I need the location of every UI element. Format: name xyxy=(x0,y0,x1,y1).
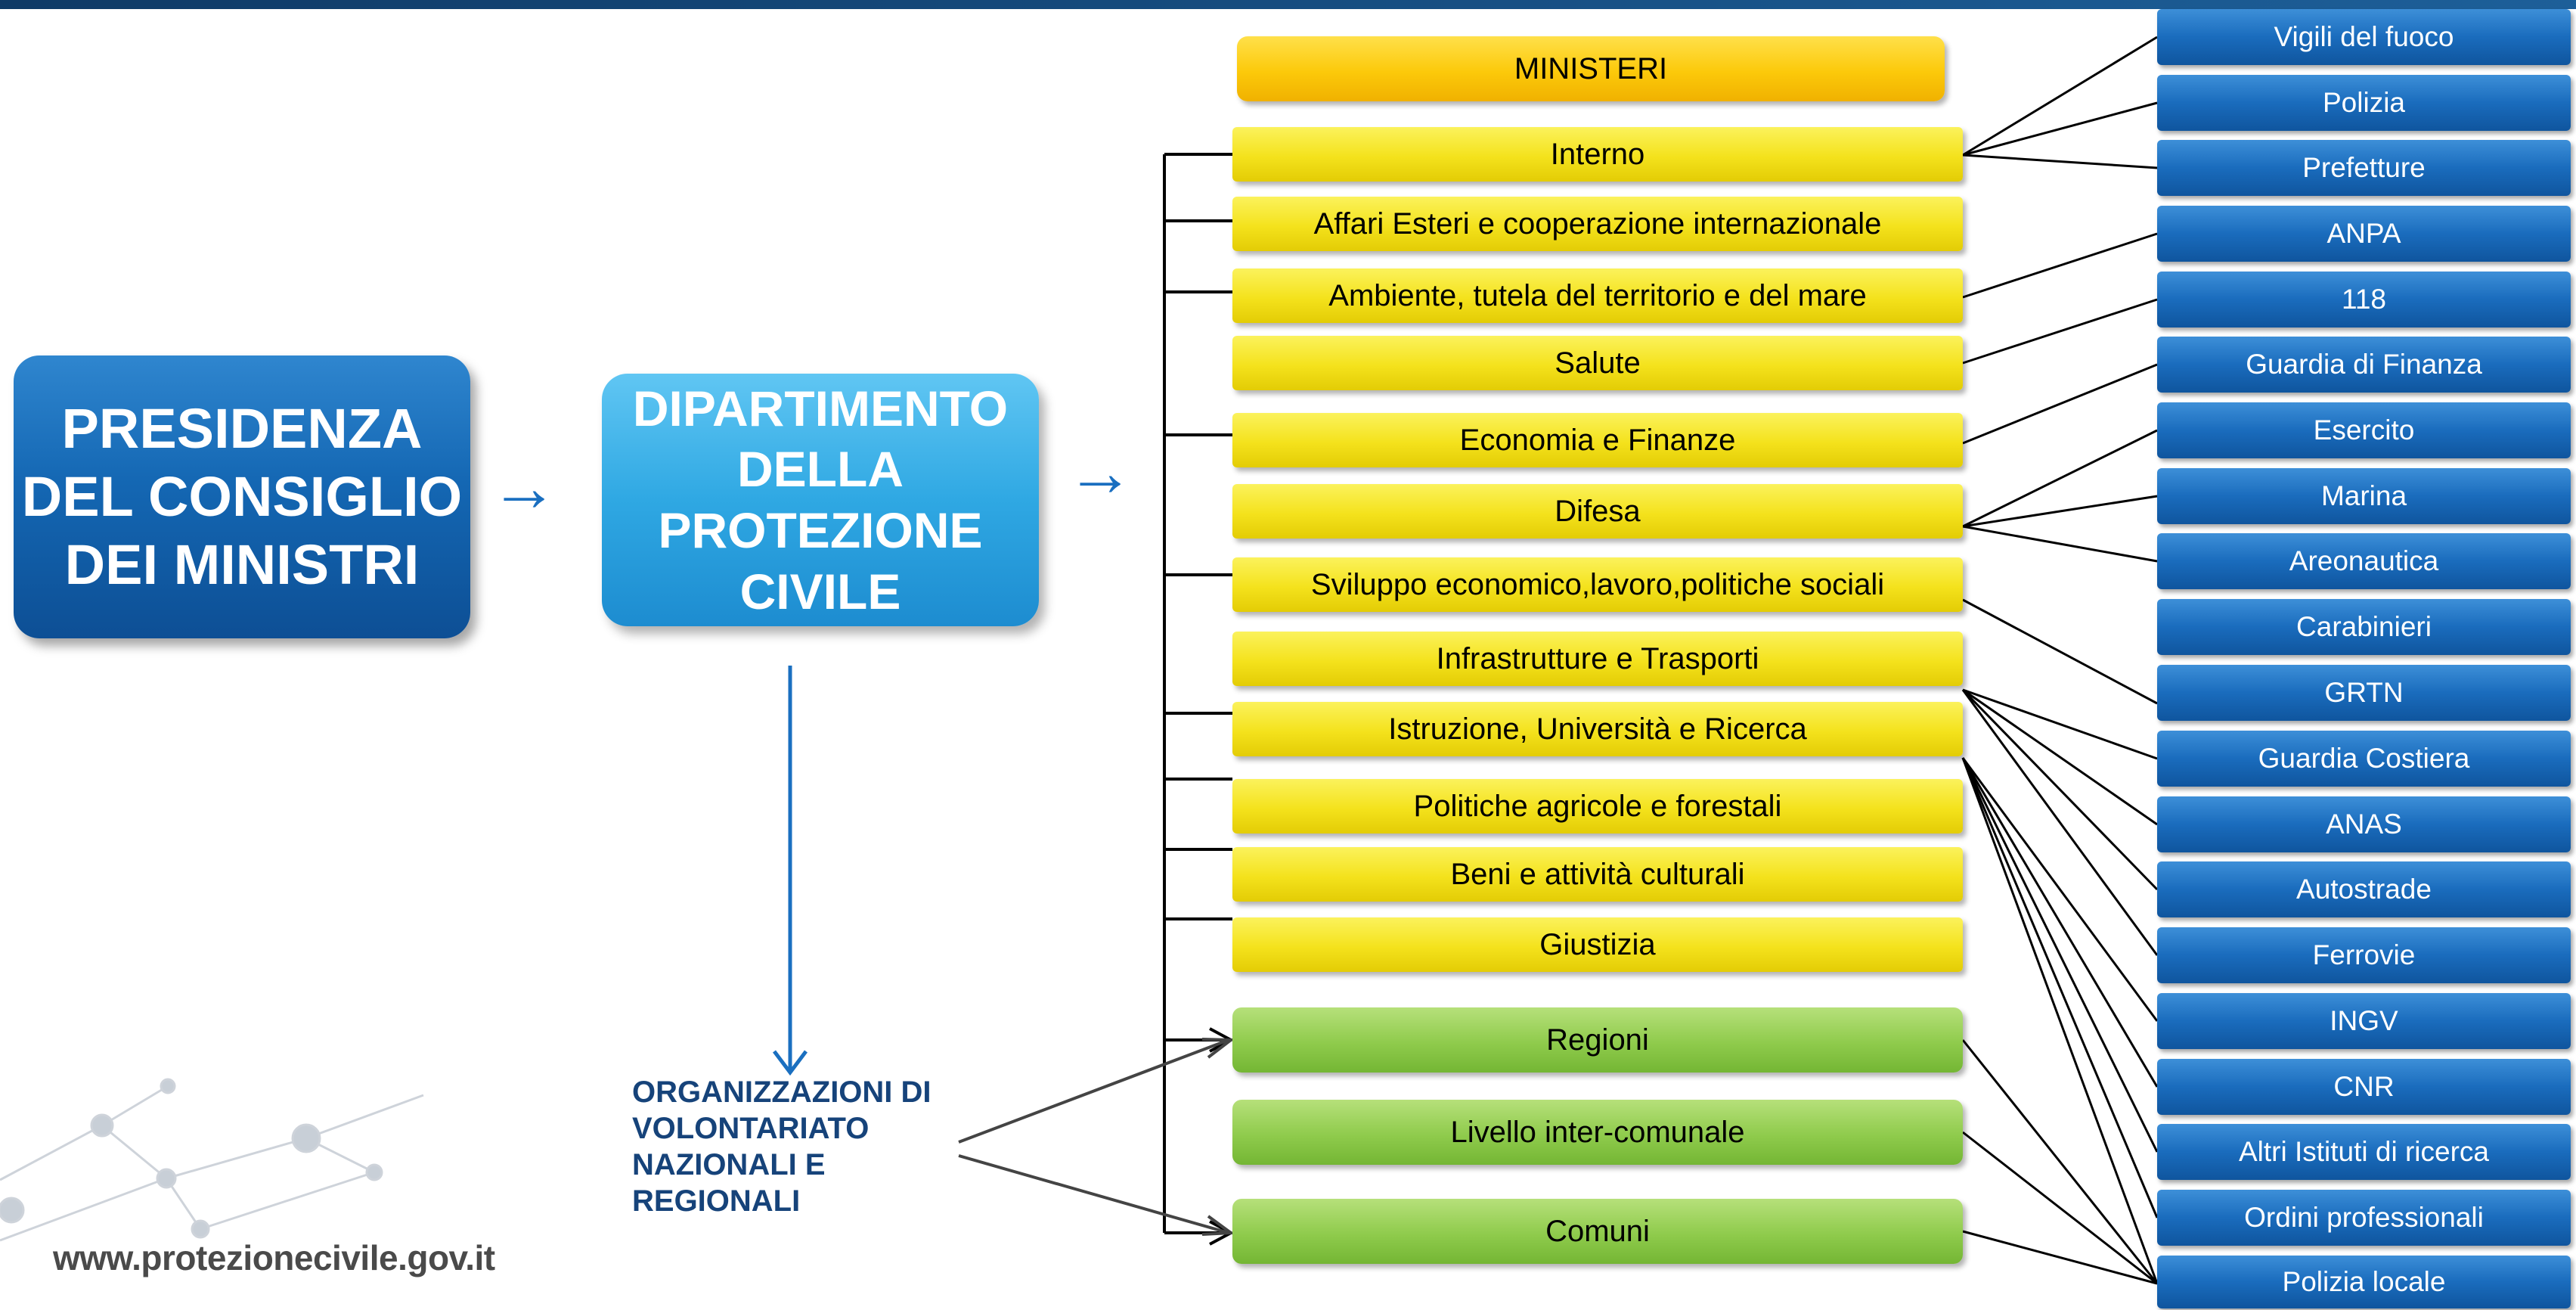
entity-autostrade: Autostrade xyxy=(2157,861,2571,917)
ministry-economia: Economia e Finanze xyxy=(1232,413,1963,467)
level-inter-comunale: Livello inter-comunale xyxy=(1232,1100,1963,1165)
dipartimento-box: DIPARTIMENTO DELLA PROTEZIONE CIVILE xyxy=(602,374,1039,626)
ministry-giustizia: Giustizia xyxy=(1232,917,1963,972)
ministry-affari-esteri: Affari Esteri e cooperazione internazion… xyxy=(1232,197,1963,251)
level-comuni: Comuni xyxy=(1232,1199,1963,1264)
entity-esercito: Esercito xyxy=(2157,402,2571,458)
volontariato-line-4: REGIONALI xyxy=(632,1184,801,1218)
entity-connectors xyxy=(1961,36,2159,1285)
ministry-bracket xyxy=(1163,153,1235,1246)
volontariato-line-2: VOLONTARIATO xyxy=(632,1112,870,1145)
entity-anpa: ANPA xyxy=(2157,206,2571,262)
dipartimento-line-3: PROTEZIONE xyxy=(658,502,983,558)
level-regioni: Regioni xyxy=(1232,1007,1963,1073)
header-band xyxy=(0,0,2576,9)
entity-118: 118 xyxy=(2157,272,2571,328)
ministry-difesa: Difesa xyxy=(1232,484,1963,539)
entity-ferrovie: Ferrovie xyxy=(2157,927,2571,983)
presidenza-line-3: DEI MINISTRI xyxy=(64,533,420,597)
entity-areonautica: Areonautica xyxy=(2157,533,2571,589)
presidenza-line-1: PRESIDENZA xyxy=(61,396,423,460)
entity-grtn: GRTN xyxy=(2157,665,2571,721)
volontariato-label: ORGANIZZAZIONI DI VOLONTARIATO NAZIONALI… xyxy=(632,1074,980,1219)
dipartimento-line-1: DIPARTIMENTO xyxy=(632,380,1009,436)
arrow-right-icon: → xyxy=(490,450,558,526)
ministry-interno: Interno xyxy=(1232,127,1963,182)
entity-ingv: INGV xyxy=(2157,993,2571,1049)
volontariato-arrows xyxy=(958,1038,1235,1236)
network-logo-icon xyxy=(0,1078,424,1242)
ministry-politiche-agricole: Politiche agricole e forestali xyxy=(1232,779,1963,833)
dipartimento-line-4: CIVILE xyxy=(739,563,901,619)
presidenza-line-2: DEL CONSIGLIO xyxy=(21,464,463,528)
ministry-beni-culturali: Beni e attività culturali xyxy=(1232,847,1963,902)
volontariato-line-1: ORGANIZZAZIONI DI xyxy=(632,1076,932,1109)
volontariato-line-3: NAZIONALI E xyxy=(632,1148,826,1181)
entity-prefetture: Prefetture xyxy=(2157,140,2571,196)
entity-cnr: CNR xyxy=(2157,1059,2571,1115)
entity-anas: ANAS xyxy=(2157,796,2571,852)
entity-polizia-locale: Polizia locale xyxy=(2157,1256,2571,1308)
ministry-sviluppo-economico: Sviluppo economico,lavoro,politiche soci… xyxy=(1232,557,1963,612)
ministry-ambiente: Ambiente, tutela del territorio e del ma… xyxy=(1232,269,1963,323)
ministeri-header: MINISTERI xyxy=(1237,36,1945,101)
ministry-istruzione: Istruzione, Università e Ricerca xyxy=(1232,702,1963,756)
website-url[interactable]: www.protezionecivile.gov.it xyxy=(53,1238,495,1277)
entity-altri-istituti: Altri Istituti di ricerca xyxy=(2157,1124,2571,1180)
arrow-dpc-to-volontariato xyxy=(773,666,808,1076)
entity-marina: Marina xyxy=(2157,468,2571,524)
ministry-infrastrutture: Infrastrutture e Trasporti xyxy=(1232,632,1963,686)
entity-ordini-professionali: Ordini professionali xyxy=(2157,1190,2571,1246)
arrow-right-icon: → xyxy=(1066,435,1134,511)
entity-vigili-del-fuoco: Vigili del fuoco xyxy=(2157,9,2571,65)
entity-polizia: Polizia xyxy=(2157,75,2571,131)
presidenza-box: PRESIDENZA DEL CONSIGLIO DEI MINISTRI xyxy=(14,355,470,638)
dipartimento-line-2: DELLA xyxy=(737,441,904,498)
entity-carabinieri: Carabinieri xyxy=(2157,599,2571,655)
entity-guardia-di-finanza: Guardia di Finanza xyxy=(2157,337,2571,393)
entity-guardia-costiera: Guardia Costiera xyxy=(2157,731,2571,787)
ministry-salute: Salute xyxy=(1232,336,1963,390)
